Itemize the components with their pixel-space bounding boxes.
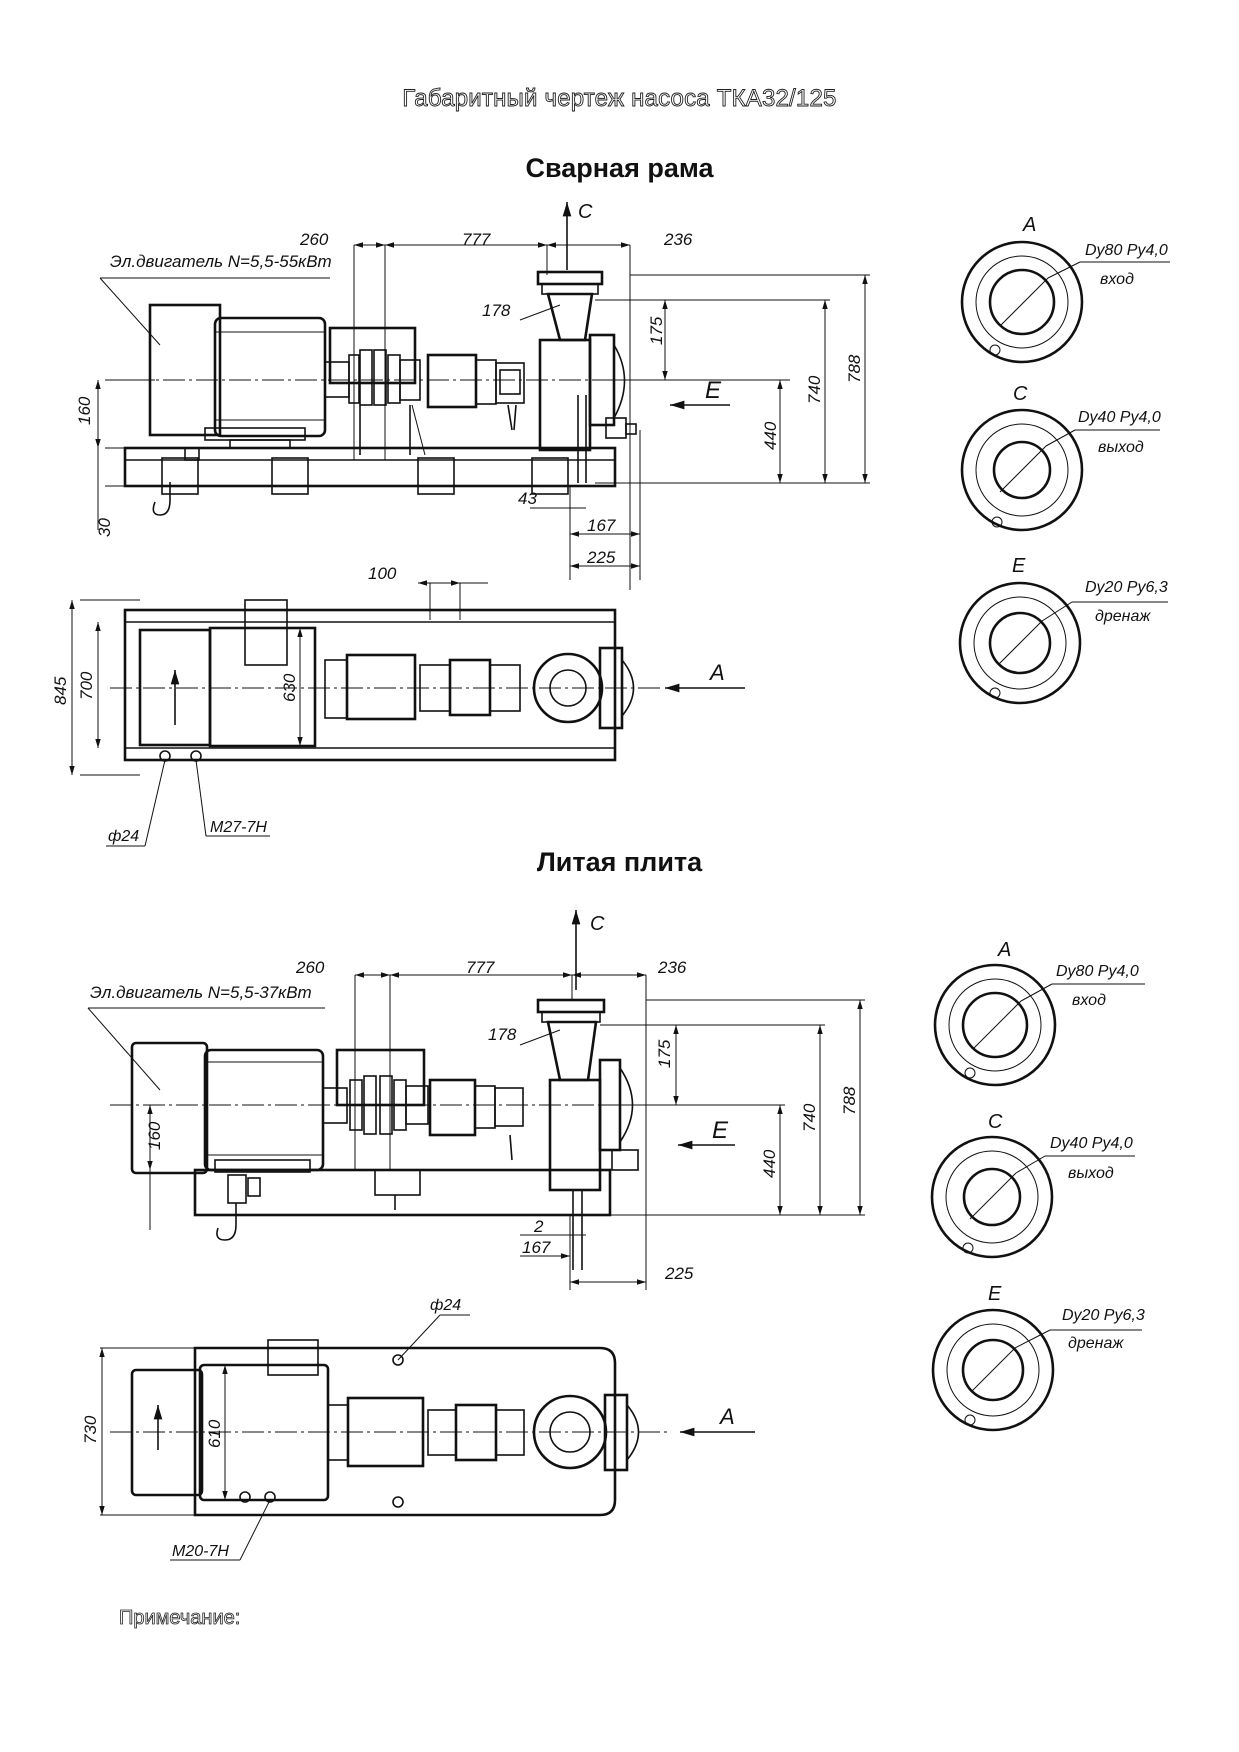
dim-175: 175	[647, 316, 666, 345]
cast-plate	[193, 1168, 612, 1217]
section-title-welded-frame: Сварная рама	[525, 153, 714, 183]
welded-frame-plan-view: 100 845 700 630 A ф24 М27-7Н	[51, 564, 745, 847]
svg-text:Dy20 Py6,3: Dy20 Py6,3	[1085, 579, 1168, 596]
svg-text:178: 178	[488, 1025, 517, 1044]
frame-plan-outline	[123, 608, 617, 762]
svg-text:ф24: ф24	[430, 1297, 461, 1314]
svg-text:вход: вход	[1072, 992, 1106, 1009]
motor-fan-cover	[148, 303, 222, 437]
svg-text:167: 167	[522, 1238, 551, 1257]
svg-text:A: A	[997, 939, 1011, 961]
cast-plate-plan-outline	[193, 1346, 617, 1517]
svg-text:788: 788	[840, 1086, 859, 1115]
dim-630: 630	[280, 673, 299, 702]
dim-260: 260	[299, 230, 329, 249]
svg-text:Dy80 Py4,0: Dy80 Py4,0	[1085, 242, 1168, 259]
svg-text:730: 730	[81, 1415, 100, 1444]
svg-text:610: 610	[205, 1419, 224, 1448]
motor-label: Эл.двигатель N=5,5-55кВт	[110, 252, 332, 271]
svg-text:Dy20 Py6,3: Dy20 Py6,3	[1062, 1307, 1145, 1324]
svg-text:E: E	[988, 1283, 1002, 1305]
bearing-housing	[426, 353, 478, 409]
pump-volute	[538, 338, 592, 452]
svg-text:A: A	[718, 1404, 735, 1429]
svg-text:выход: выход	[1098, 439, 1144, 456]
svg-text:160: 160	[145, 1121, 164, 1150]
discharge-flange	[536, 270, 604, 286]
svg-text:Dy80 Py4,0: Dy80 Py4,0	[1056, 963, 1139, 980]
pump-casing-plan	[532, 652, 604, 724]
svg-text:Dy40 Py4,0: Dy40 Py4,0	[1050, 1135, 1133, 1152]
flange-inlet-2: A Dy80 Py4,0 вход	[933, 939, 1145, 1087]
svg-text:C: C	[1013, 383, 1028, 405]
svg-text:236: 236	[657, 958, 687, 977]
flange-inlet: A Dy80 Py4,0 вход	[960, 214, 1170, 364]
view-e-mark: E	[705, 377, 722, 404]
svg-text:440: 440	[760, 1149, 779, 1178]
view-a-mark: A	[708, 660, 725, 685]
svg-text:175: 175	[655, 1039, 674, 1068]
svg-text:дренаж: дренаж	[1095, 608, 1151, 625]
motor-plan-body	[208, 626, 317, 748]
svg-text:777: 777	[466, 958, 495, 977]
svg-text:выход: выход	[1068, 1165, 1114, 1182]
cast-plate-plan-view: 730 610 ф24 М20-7Н A	[81, 1297, 755, 1561]
hole-dia-label: ф24	[108, 828, 139, 845]
section-title-cast-plate: Литая плита	[536, 847, 703, 877]
svg-text:Эл.двигатель N=5,5-37кВт: Эл.двигатель N=5,5-37кВт	[90, 983, 312, 1002]
svg-text:C: C	[988, 1111, 1003, 1133]
view-c-mark: C	[578, 201, 593, 223]
welded-frame	[123, 446, 617, 488]
cast-plate-side-view: 260 777 236 C Эл.двигатель N=5,5-37кВт 1…	[87, 910, 865, 1290]
lifting-hook	[152, 482, 171, 516]
dim-777: 777	[462, 230, 491, 249]
svg-text:260: 260	[295, 958, 325, 977]
motor-body-2	[203, 1048, 325, 1172]
dim-788: 788	[845, 354, 864, 383]
dim-845: 845	[51, 676, 70, 705]
flange-drain: E Dy20 Py6,3 дренаж	[958, 555, 1168, 705]
svg-text:дренаж: дренаж	[1068, 1335, 1124, 1352]
dim-100: 100	[368, 564, 397, 583]
dim-160: 160	[75, 396, 94, 425]
note-label: Примечание:	[119, 1607, 241, 1630]
svg-text:М20-7Н: М20-7Н	[172, 1543, 229, 1560]
cast-plate-flanges: A Dy80 Py4,0 вход C Dy40 Py4,0 выход E D…	[930, 939, 1145, 1432]
svg-text:E: E	[712, 1117, 729, 1144]
discharge-nozzle	[546, 292, 594, 342]
dim-440: 440	[761, 421, 780, 450]
flange-outlet-2: C Dy40 Py4,0 выход	[930, 1111, 1135, 1259]
svg-text:740: 740	[800, 1103, 819, 1132]
flange-outlet: C Dy40 Py4,0 выход	[960, 383, 1161, 532]
flange-drain-2: E Dy20 Py6,3 дренаж	[931, 1283, 1145, 1432]
motor-fan-cover-2	[130, 1041, 209, 1175]
svg-text:2: 2	[533, 1217, 544, 1236]
coupling-plan	[345, 653, 417, 721]
svg-text:C: C	[590, 913, 605, 935]
dim-740: 740	[805, 375, 824, 404]
suction-flange	[588, 333, 616, 427]
dim-30: 30	[95, 518, 114, 537]
dim-43: 43	[518, 489, 537, 508]
dim-178: 178	[482, 301, 511, 320]
svg-text:E: E	[1012, 555, 1026, 577]
dim-167: 167	[587, 516, 616, 535]
motor-body	[213, 316, 327, 438]
svg-text:A: A	[1022, 214, 1036, 236]
svg-text:225: 225	[664, 1264, 694, 1283]
document-title: Габаритный чертеж насоса ТКА32/125	[402, 85, 837, 113]
svg-text:Dy40 Py4,0: Dy40 Py4,0	[1078, 409, 1161, 426]
dim-225: 225	[586, 548, 616, 567]
dim-700: 700	[77, 671, 96, 700]
welded-frame-flanges: A Dy80 Py4,0 вход C Dy40 Py4,0 выход E D…	[958, 214, 1170, 705]
svg-text:вход: вход	[1100, 271, 1134, 288]
thread-label: М27-7Н	[210, 819, 267, 836]
welded-frame-side-view: 260 777 236 C Эл.двигатель N=5,5-55кВт 1…	[75, 201, 870, 590]
dim-236: 236	[663, 230, 693, 249]
